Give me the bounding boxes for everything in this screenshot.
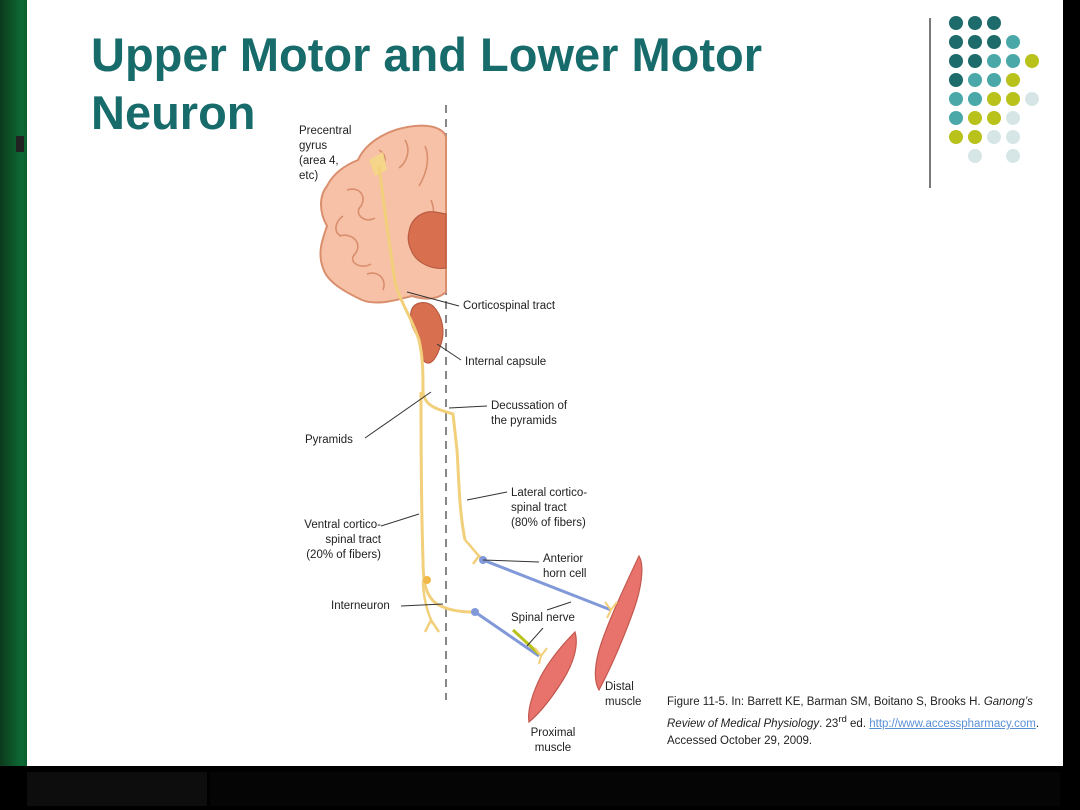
dot	[1025, 54, 1039, 68]
dot	[949, 35, 963, 49]
dot	[968, 35, 982, 49]
interneuron-branch	[421, 579, 441, 633]
dot	[968, 130, 982, 144]
ventral-tract-path	[419, 391, 474, 614]
decorative-vertical-rule	[929, 18, 931, 188]
dot	[1006, 149, 1020, 163]
dot	[949, 16, 963, 30]
dot	[968, 149, 982, 163]
dot	[949, 111, 963, 125]
caption-link[interactable]: http://www.accesspharmacy.com	[869, 717, 1036, 730]
label-spinal-nerve: Spinal nerve	[511, 612, 575, 624]
dot	[949, 54, 963, 68]
spinal-nerve-sheath	[511, 628, 541, 656]
label-pyramids: Pyramids	[305, 434, 353, 446]
caption-text: Figure 11-5. In: Barrett KE, Barman SM, …	[667, 696, 984, 708]
label-line: Anterior	[543, 553, 584, 565]
precentral-area	[369, 152, 387, 176]
dot	[987, 16, 1001, 30]
dot	[987, 54, 1001, 68]
interneuron-cell	[423, 576, 431, 584]
label-decussation: Decussation of the pyramids	[491, 399, 567, 429]
caption-book-title: Ganong’s Review of Medical Physiology	[667, 696, 1033, 730]
label-line: gyrus	[299, 140, 328, 152]
label-line: (80% of fibers)	[511, 517, 586, 529]
label-line: the pyramids	[491, 415, 557, 427]
dot	[1006, 73, 1020, 87]
label-line: Lateral cortico-	[511, 487, 588, 499]
thalamus-basal-ganglia	[407, 211, 447, 269]
label-precentral-gyrus: Precentral gyrus (area 4, etc)	[299, 124, 351, 184]
bottom-bar-segment	[27, 772, 207, 806]
label-line: Precentral	[299, 125, 352, 137]
label-line: muscle	[605, 696, 642, 708]
dot	[968, 16, 982, 30]
dot	[1006, 54, 1020, 68]
caption-edition-sup: rd	[838, 714, 847, 725]
dot	[987, 73, 1001, 87]
label-line: (area 4,	[299, 155, 339, 167]
label-internal-capsule: Internal capsule	[465, 356, 547, 368]
dot	[1006, 130, 1020, 144]
label-lateral-corticospinal: Lateral cortico- spinal tract (80% of fi…	[511, 486, 587, 531]
bottom-bar-segment	[210, 772, 1060, 806]
dot	[968, 73, 982, 87]
dot	[987, 111, 1001, 125]
dot	[987, 35, 1001, 49]
label-line: etc)	[299, 170, 319, 182]
slide: Upper Motor and Lower Motor Neuron	[27, 0, 1063, 766]
motor-pathway-diagram	[319, 105, 643, 724]
label-line: spinal tract	[511, 502, 567, 514]
dot	[1025, 92, 1039, 106]
proximal-muscle	[528, 630, 577, 724]
label-anterior-horn-cell: Anterior horn cell	[543, 552, 586, 582]
dot	[949, 92, 963, 106]
label-line: Distal	[605, 681, 634, 693]
left-edge-mark	[16, 136, 24, 152]
dot	[1006, 92, 1020, 106]
label-line: spinal tract	[325, 534, 381, 546]
label-line: horn cell	[543, 568, 587, 580]
dot	[968, 54, 982, 68]
label-line: (20% of fibers)	[306, 549, 381, 561]
dot	[949, 130, 963, 144]
figure-caption: Figure 11-5. In: Barrett KE, Barman SM, …	[667, 694, 1047, 750]
label-line: muscle	[534, 742, 572, 754]
label-ventral-corticospinal: Ventral cortico- spinal tract (20% of fi…	[281, 518, 381, 563]
caption-accessed: . Accessed October 29, 2009.	[667, 717, 1040, 747]
dot	[968, 92, 982, 106]
caption-edition-end: ed.	[846, 717, 867, 730]
proximal-endplate	[534, 647, 548, 665]
lower-motor-neuron-distal	[482, 558, 612, 612]
label-proximal-muscle: Proximal muscle	[523, 726, 583, 756]
dot	[987, 130, 1001, 144]
label-distal-muscle: Distal muscle	[605, 680, 641, 710]
dot	[949, 73, 963, 87]
label-corticospinal-tract: Corticospinal tract	[463, 300, 556, 312]
dot	[1006, 111, 1020, 125]
distal-muscle	[594, 554, 643, 692]
distal-endplate	[604, 601, 618, 619]
label-line: Ventral cortico-	[304, 519, 381, 531]
bottom-bar	[0, 766, 1080, 810]
slide-title: Upper Motor and Lower Motor Neuron	[91, 28, 763, 139]
dot	[1006, 35, 1020, 49]
label-line: Decussation of	[491, 400, 568, 412]
dot	[968, 111, 982, 125]
leader-lines	[364, 291, 572, 647]
label-interneuron: Interneuron	[331, 600, 390, 612]
caption-edition: . 23	[819, 717, 839, 730]
label-line: Proximal	[530, 727, 576, 739]
corticospinal-tract-path	[377, 165, 467, 541]
lower-motor-neuron-proximal	[474, 610, 540, 658]
dot	[987, 92, 1001, 106]
